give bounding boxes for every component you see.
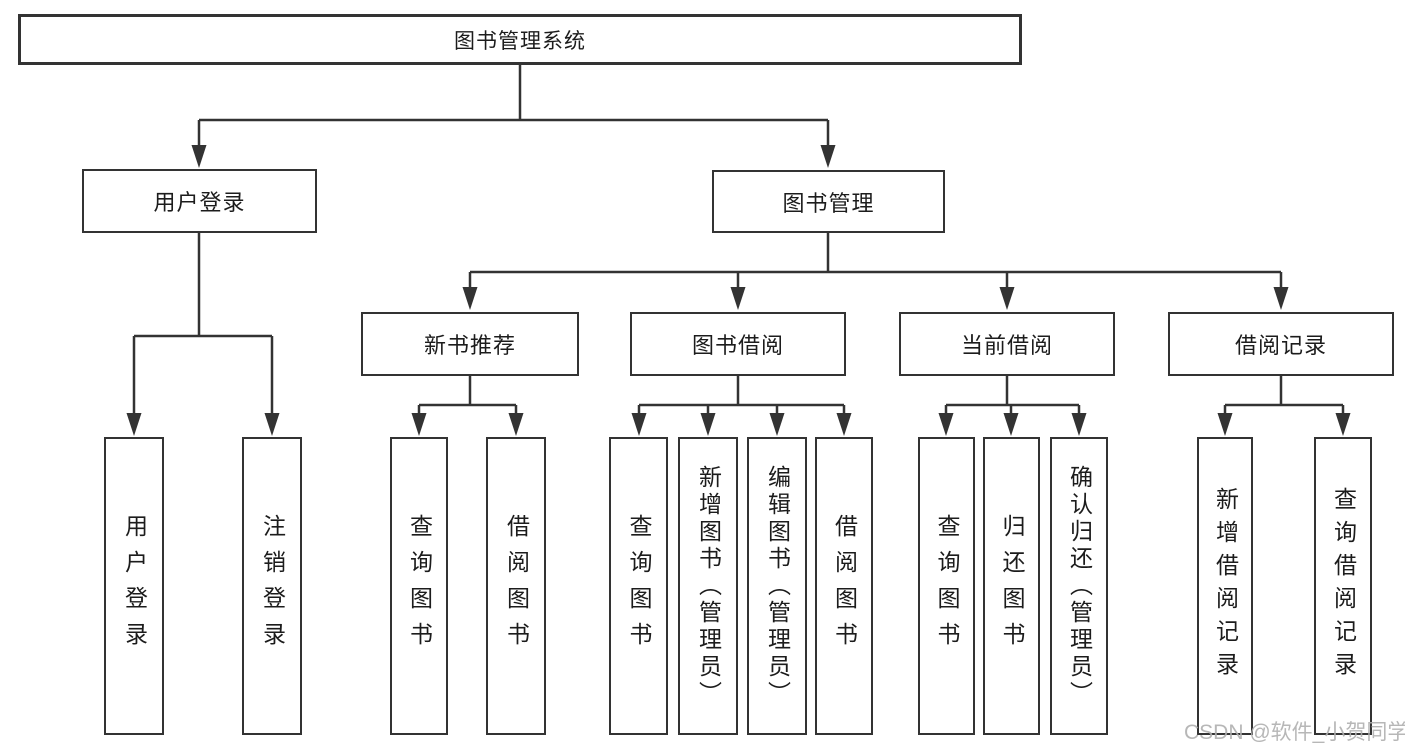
node-leaf-edit-book-admin: 编辑图书（管理员） [747, 437, 807, 735]
watermark: CSDN @软件_小贺同学 [1184, 721, 1405, 744]
node-current-borrow-label: 当前借阅 [960, 333, 1053, 358]
node-leaf-query-books-borrow-label: 查询图书 [626, 514, 652, 658]
node-leaf-query-borrow-record-label: 查询借阅记录 [1330, 487, 1357, 685]
node-borrow-records: 借阅记录 [1168, 312, 1394, 376]
node-leaf-borrow-books: 借阅图书 [815, 437, 873, 735]
node-leaf-add-book-admin-label: 新增图书（管理员） [695, 464, 722, 708]
node-leaf-confirm-return-admin: 确认归还（管理员） [1050, 437, 1108, 735]
node-book-management-label: 图书管理 [782, 190, 875, 216]
node-borrow-records-label: 借阅记录 [1234, 333, 1327, 358]
node-leaf-return-book-label: 归还图书 [999, 514, 1025, 658]
node-leaf-logout-label: 注销登录 [259, 514, 286, 658]
node-leaf-edit-book-admin-label: 编辑图书（管理员） [764, 464, 791, 708]
node-leaf-add-borrow-record-label: 新增借阅记录 [1212, 487, 1239, 685]
node-book-borrow-label: 图书借阅 [691, 333, 784, 358]
node-current-borrow: 当前借阅 [899, 312, 1115, 376]
node-leaf-query-books-recommend: 查询图书 [390, 437, 448, 735]
node-book-management: 图书管理 [712, 170, 945, 233]
node-book-borrow: 图书借阅 [630, 312, 846, 376]
node-leaf-borrow-books-recommend-label: 借阅图书 [503, 514, 530, 658]
node-leaf-return-book: 归还图书 [983, 437, 1040, 735]
arrowheads [126, 145, 1351, 436]
node-leaf-query-books-recommend-label: 查询图书 [406, 514, 433, 658]
node-leaf-logout: 注销登录 [242, 437, 302, 735]
node-user-login: 用户登录 [82, 169, 317, 233]
node-leaf-query-books-current: 查询图书 [918, 437, 975, 735]
node-leaf-add-borrow-record: 新增借阅记录 [1197, 437, 1253, 735]
node-new-book-recommend-label: 新书推荐 [423, 333, 516, 358]
node-user-login-label: 用户登录 [153, 190, 246, 215]
node-leaf-query-books-current-label: 查询图书 [934, 514, 960, 658]
node-new-book-recommend: 新书推荐 [361, 312, 579, 376]
node-leaf-user-login-label: 用户登录 [121, 514, 148, 658]
node-leaf-borrow-books-label: 借阅图书 [831, 514, 858, 658]
node-root-label: 图书管理系统 [454, 29, 586, 53]
node-leaf-add-book-admin: 新增图书（管理员） [678, 437, 738, 735]
node-leaf-user-login: 用户登录 [104, 437, 164, 735]
node-leaf-confirm-return-admin-label: 确认归还（管理员） [1066, 464, 1093, 708]
node-leaf-borrow-books-recommend: 借阅图书 [486, 437, 546, 735]
node-leaf-query-borrow-record: 查询借阅记录 [1314, 437, 1372, 735]
node-leaf-query-books-borrow: 查询图书 [609, 437, 668, 735]
node-root: 图书管理系统 [18, 14, 1022, 65]
